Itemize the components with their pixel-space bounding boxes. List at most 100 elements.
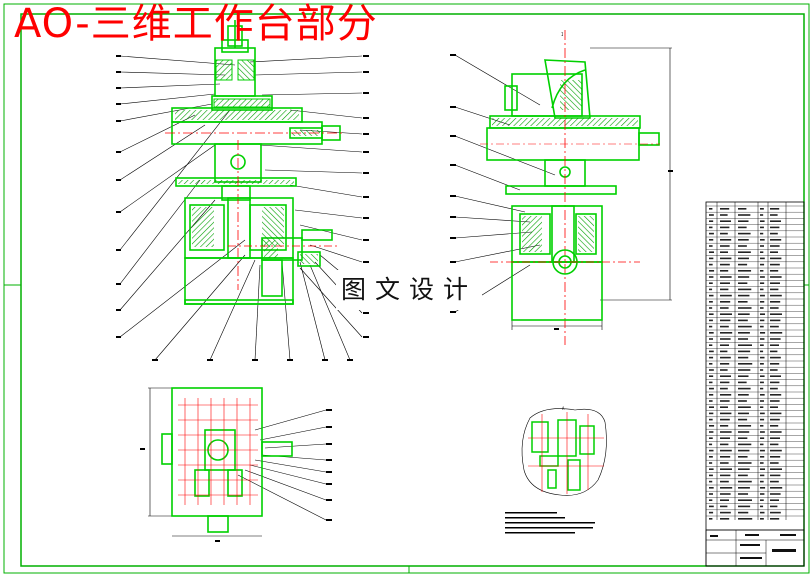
parts-cell-mark xyxy=(760,257,765,260)
parts-cell-mark xyxy=(709,226,713,229)
parts-cell-mark xyxy=(709,232,714,235)
parts-cell-mark xyxy=(720,319,731,322)
parts-cell-mark xyxy=(760,294,765,297)
parts-cell-mark xyxy=(760,338,765,340)
parts-cell-mark xyxy=(720,294,732,297)
parts-cell-mark xyxy=(720,220,731,222)
parts-cell-mark xyxy=(738,418,748,421)
parts-cell-mark xyxy=(770,518,780,520)
parts-cell-mark xyxy=(770,474,781,477)
parts-cell-mark xyxy=(760,381,764,384)
parts-cell-mark xyxy=(738,232,751,235)
parts-cell-mark xyxy=(709,313,714,315)
parts-cell-mark xyxy=(770,350,778,353)
parts-cell-mark xyxy=(770,487,783,489)
parts-cell-mark xyxy=(709,518,713,520)
parts-cell-mark xyxy=(720,325,729,328)
parts-cell-mark xyxy=(770,511,781,514)
parts-cell-mark xyxy=(720,350,728,353)
parts-cell-mark xyxy=(770,270,779,272)
parts-cell-mark xyxy=(770,412,782,415)
parts-cell-mark xyxy=(738,487,750,489)
parts-cell-mark xyxy=(720,270,729,272)
parts-cell-mark xyxy=(760,480,764,483)
parts-cell-mark xyxy=(709,325,713,328)
parts-cell-mark xyxy=(709,468,714,470)
parts-cell-mark xyxy=(760,400,764,402)
parts-cell-mark xyxy=(760,425,764,427)
parts-cell-mark xyxy=(770,338,781,340)
parts-cell-mark xyxy=(709,251,714,253)
parts-cell-mark xyxy=(760,456,765,458)
parts-cell-mark xyxy=(738,431,750,433)
parts-cell-mark xyxy=(770,226,780,229)
parts-cell-mark xyxy=(770,319,781,322)
parts-cell-mark xyxy=(770,325,779,328)
parts-cell-mark xyxy=(770,307,779,309)
parts-cell-mark xyxy=(709,449,714,452)
parts-cell-mark xyxy=(720,474,731,477)
parts-cell-mark xyxy=(770,344,779,346)
parts-cell-mark xyxy=(770,239,782,241)
parts-cell-mark xyxy=(770,394,782,396)
drawing-title: AO-三维工作台部分 xyxy=(14,1,378,47)
parts-cell-mark xyxy=(709,344,713,346)
parts-cell-mark xyxy=(770,505,778,508)
parts-cell-mark xyxy=(709,270,715,272)
parts-cell-mark xyxy=(738,332,750,334)
parts-cell-mark xyxy=(738,518,753,520)
parts-cell-mark xyxy=(720,480,729,483)
parts-cell-mark xyxy=(720,425,729,427)
parts-cell-mark xyxy=(770,468,782,470)
parts-cell-mark xyxy=(770,313,782,315)
parts-cell-mark xyxy=(709,431,714,433)
parts-cell-mark xyxy=(709,276,714,278)
parts-cell-mark xyxy=(709,493,713,495)
parts-cell-mark xyxy=(760,412,765,415)
parts-cell-mark xyxy=(720,511,731,514)
parts-cell-mark xyxy=(720,443,729,446)
parts-cell-mark xyxy=(709,406,714,408)
parts-cell-mark xyxy=(720,363,730,365)
parts-cell-mark xyxy=(738,226,747,229)
parts-cell-mark xyxy=(738,276,750,278)
parts-cell-mark xyxy=(760,468,765,470)
parts-cell-mark xyxy=(770,418,780,421)
parts-cell-mark xyxy=(709,350,714,353)
parts-cell-mark xyxy=(720,251,728,253)
parts-cell-mark xyxy=(720,276,732,278)
parts-cell-mark xyxy=(770,425,779,427)
parts-cell-mark xyxy=(770,294,782,297)
parts-cell-mark xyxy=(760,474,765,477)
parts-cell-mark xyxy=(709,387,714,390)
parts-cell-mark xyxy=(709,394,714,396)
parts-cell-mark xyxy=(760,226,764,229)
parts-cell-mark xyxy=(709,294,714,297)
parts-cell-mark xyxy=(738,474,748,477)
parts-cell-mark xyxy=(738,381,747,384)
parts-cell-mark xyxy=(760,313,765,315)
parts-cell-mark xyxy=(760,487,766,489)
parts-cell-mark xyxy=(720,400,730,402)
parts-cell-mark xyxy=(709,381,713,384)
parts-cell-mark xyxy=(738,245,747,247)
parts-cell-mark xyxy=(709,418,713,421)
parts-cell-mark xyxy=(709,511,714,514)
side-view: I xyxy=(450,30,673,345)
parts-cell-mark xyxy=(720,356,731,359)
parts-cell-mark xyxy=(738,468,750,470)
parts-cell-mark xyxy=(770,431,782,433)
parts-cell-mark xyxy=(720,313,732,315)
parts-cell-mark xyxy=(709,425,715,427)
parts-cell-mark xyxy=(709,505,714,508)
parts-cell-mark xyxy=(760,208,764,210)
parts-cell-mark xyxy=(760,462,764,464)
parts-cell-mark xyxy=(720,214,728,216)
parts-cell-mark xyxy=(760,431,765,433)
parts-cell-mark xyxy=(738,400,747,402)
parts-cell-mark xyxy=(720,431,732,433)
parts-cell-mark xyxy=(738,251,751,253)
parts-cell-mark xyxy=(720,487,733,489)
parts-cell-mark xyxy=(760,288,764,291)
